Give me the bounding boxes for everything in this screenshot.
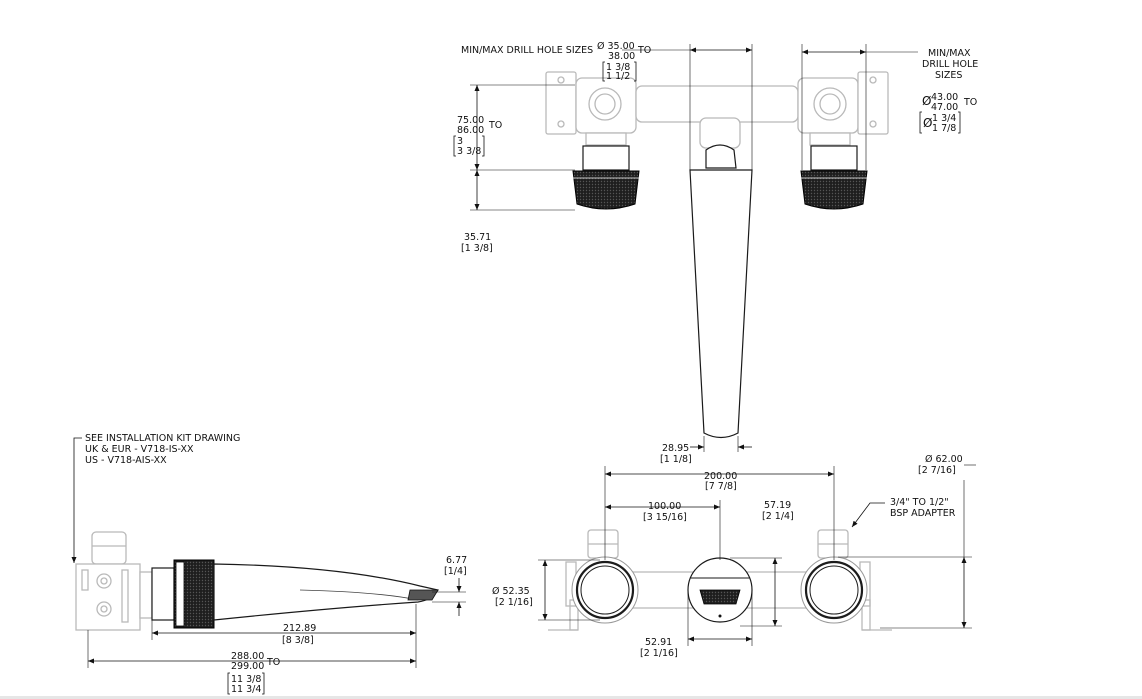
handle-in: [1 3/8] [461,243,493,254]
spout-h-in: [2 1/4] [762,511,794,522]
overall-in-1: 11 3/8 [231,674,261,685]
handle-dia-dim: Ø 52.35 [2 1/16] [492,559,600,621]
adapter-line-2: BSP ADAPTER [890,508,956,519]
overall-to: TO [266,657,280,668]
reach-dim: 212.89 [8 3/8] [151,604,417,668]
note-line-3: US - V718-AIS-XX [85,455,167,466]
drill-left-mm-2: 38.00 [608,51,635,62]
depth-to: TO [488,120,502,131]
centers-in: [7 7/8] [705,481,737,492]
spout-side [151,559,439,629]
handle-dia-mm: Ø 52.35 [492,586,530,597]
drill-left-mm-1: Ø 35.00 [597,41,635,52]
depth-mm-1: 75.00 [457,115,484,126]
drill-left-in-1: 1 3/8 [606,62,630,73]
spout-tip-dim: 28.95 [1 1/8] [660,436,752,465]
depth-in-1: 3 [457,136,463,147]
diameter-symbol-2: Ø [923,116,932,130]
adapter-line-1: 3/4" TO 1/2" [890,497,949,508]
drill-right-label-2: DRILL HOLE [922,59,978,70]
top-view: MIN/MAX DRILL HOLE SIZES Ø 35.00 38.00 T… [453,41,978,465]
spout-height-dim: 57.19 [2 1/4] [730,500,794,627]
centers-mm: 200.00 [704,471,737,482]
right-handle-top [800,145,868,210]
bottom-bar [0,696,1142,699]
spout-tip-mm: 28.95 [662,443,689,454]
spout-h-mm: 57.19 [764,500,791,511]
drill-dim-right: MIN/MAX DRILL HOLE SIZES Ø 43.00 47.00 T… [801,44,978,170]
adapter-note: 3/4" TO 1/2" BSP ADAPTER [851,497,956,528]
spout-front [687,557,753,623]
front-view: 200.00 [7 7/8] 100.00 [3 15/16] 57.19 [2… [492,454,976,659]
overall-mm-2: 299.00 [231,661,264,672]
left-handle-front [571,556,639,624]
side-note: SEE INSTALLATION KIT DRAWING UK & EUR - … [71,433,240,563]
flange-dia-mm: Ø 62.00 [925,454,963,465]
half-mm: 100.00 [648,501,681,512]
note-line-2: UK & EUR - V718-IS-XX [85,444,194,455]
drill-right-mm-2: 47.00 [931,102,958,113]
overall-dim: 288.00 299.00 TO 11 3/8 11 3/4 [87,630,416,695]
reach-mm: 212.89 [283,623,316,634]
side-view: SEE INSTALLATION KIT DRAWING UK & EUR - … [71,433,467,695]
half-in: [3 15/16] [643,512,687,523]
drill-left-in-2: 1 1/2 [606,71,630,82]
handle-dia-in: [2 1/16] [495,597,533,608]
depth-in-2: 3 3/8 [457,146,481,157]
depth-mm-2: 86.00 [457,125,484,136]
valve-body-side [75,531,153,631]
drill-dim-left: MIN/MAX DRILL HOLE SIZES Ø 35.00 38.00 T… [461,41,753,170]
centers-dim: 200.00 [7 7/8] [604,466,835,560]
spout-tip-in: [1 1/8] [660,454,692,465]
spout-top [689,144,753,439]
valve-body-top [545,71,889,149]
lip-dim: 6.77 [1/4] [432,555,467,616]
diameter-symbol-1: Ø [922,94,931,108]
drill-right-in-1: 1 3/4 [932,113,956,124]
drill-left-to: TO [637,45,651,56]
lip-in: [1/4] [444,566,467,577]
reach-in: [8 3/8] [282,635,314,646]
note-line-1: SEE INSTALLATION KIT DRAWING [85,433,240,444]
drill-right-in-2: 1 7/8 [932,123,956,134]
drill-right-mm-1: 43.00 [931,92,958,103]
drill-right-to: TO [963,97,977,108]
right-handle-front [800,556,868,624]
overall-in-2: 11 3/4 [231,684,261,695]
spout-width-dim: 52.91 [2 1/16] [640,592,753,659]
spout-w-mm: 52.91 [645,637,672,648]
left-handle-top [572,145,640,210]
drill-right-label-1: MIN/MAX [928,48,971,59]
depth-dim: 75.00 86.00 TO 3 3 3/8 35.71 [1 3/8] [453,84,575,254]
drill-right-label-3: SIZES [935,70,962,81]
half-dim: 100.00 [3 15/16] [605,500,721,560]
flange-dia-in: [2 7/16] [918,465,956,476]
spout-w-in: [2 1/16] [640,648,678,659]
overall-mm-1: 288.00 [231,651,264,662]
flange-dia-dim: Ø 62.00 [2 7/16] [838,454,976,629]
handle-mm: 35.71 [464,232,491,243]
lip-mm: 6.77 [446,555,467,566]
drill-left-label: MIN/MAX DRILL HOLE SIZES [461,45,593,56]
